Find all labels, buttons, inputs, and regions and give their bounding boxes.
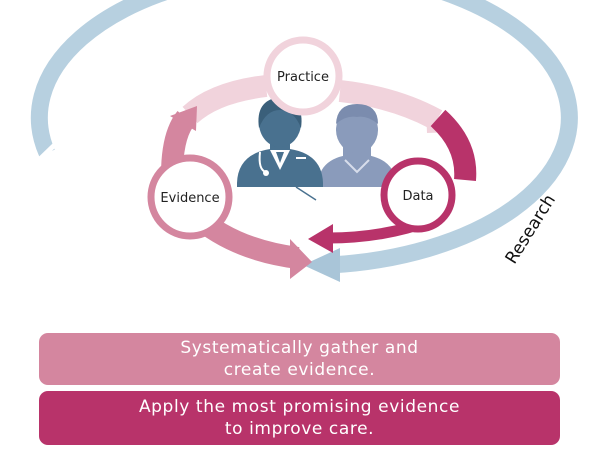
node-data: Data xyxy=(380,157,456,233)
apply-evidence-banner: Apply the most promising evidence to imp… xyxy=(39,391,560,445)
gather-evidence-line-1: Systematically gather and xyxy=(180,338,419,358)
gather-evidence-line-2: create evidence. xyxy=(223,360,376,380)
node-data-label: Data xyxy=(402,189,433,204)
consultation-desk xyxy=(237,183,396,201)
patient-icon xyxy=(318,104,396,186)
node-evidence: Evidence xyxy=(147,154,233,240)
research-cycle-diagram: Practice Data Evidence Research xyxy=(30,0,578,282)
research-outer-ring xyxy=(30,0,578,282)
apply-evidence-line-1: Apply the most promising evidence xyxy=(138,397,461,417)
data-ring-arrow xyxy=(430,109,477,181)
research-ring-chevron xyxy=(38,132,90,161)
research-ring-arc xyxy=(30,0,578,274)
research-ring-arrowhead xyxy=(303,248,340,282)
node-evidence-label: Evidence xyxy=(160,191,219,206)
node-practice: Practice xyxy=(263,36,343,116)
node-practice-label: Practice xyxy=(277,70,329,85)
practice-to-evidence-arrow xyxy=(182,75,268,124)
gather-evidence-banner: Systematically gather and create evidenc… xyxy=(39,333,560,385)
apply-evidence-line-2: to improve care. xyxy=(224,419,375,439)
